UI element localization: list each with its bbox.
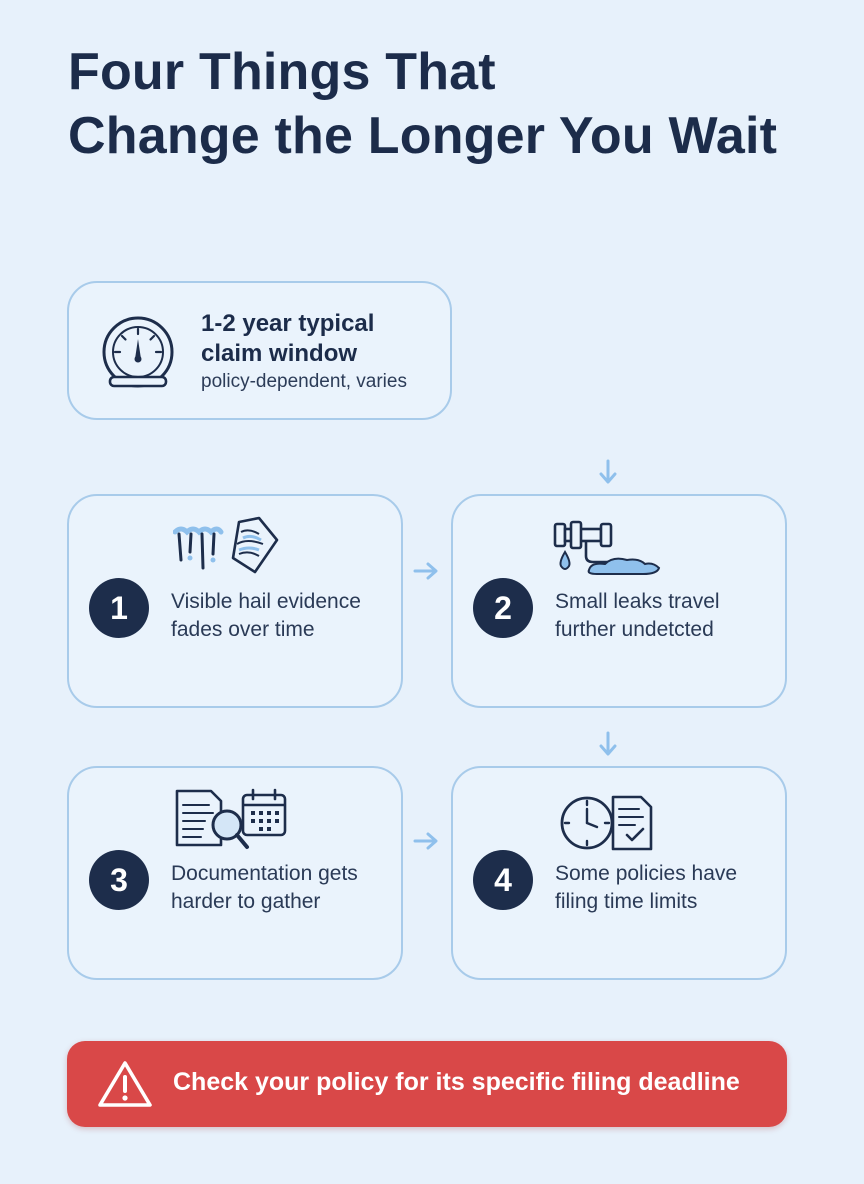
checklist-document-icon [611,795,653,851]
arrow-down-icon [599,459,617,484]
title-line-1: Four Things That [68,43,496,101]
step-2-icons [553,520,661,575]
magnifier-icon [211,809,249,849]
step-card-1: 1 Visible hail evidence fades over time [67,494,403,708]
step-1-icons [173,516,279,574]
pipe-icon [553,520,613,564]
step-card-2: 2 Small leaks travel further undetcted [451,494,787,708]
puddle-icon [587,557,661,575]
claim-window-card: 1-2 year typical claim window policy-dep… [67,281,452,420]
filing-deadline-alert: Check your policy for its specific filin… [67,1041,787,1127]
gauge-icon [102,316,174,388]
step-card-3: 3 Documentation gets harder to gather [67,766,403,980]
step-text-4: Some policies have filing time limits [555,862,738,913]
icicle-icon [173,526,224,570]
water-drop-icon [559,550,571,570]
alert-message: Check your policy for its specific filin… [173,1068,740,1096]
step-4-icons [560,795,653,851]
calendar-icon [241,788,287,837]
page-title: Four Things That Change the Longer You W… [68,40,828,168]
step-number-4: 4 [473,850,533,910]
step-number-1: 1 [89,578,149,638]
warning-icon [98,1061,152,1107]
arrow-right-icon [413,562,438,580]
claim-window-note: policy-dependent, varies [201,371,407,392]
clock-icon [560,796,614,850]
arrow-right-icon [413,832,438,850]
step-card-4: 4 Some policies have filing time limits [451,766,787,980]
title-line-2: Change the Longer You Wait [68,107,778,165]
claim-window-value: 1-2 year typical claim window [201,310,375,367]
step-text-1: Visible hail evidence fades over time [171,590,361,641]
step-text-2: Small leaks travel further undetcted [555,590,720,641]
arrow-down-icon [599,731,617,756]
step-number-2: 2 [473,578,533,638]
step-3-icons [175,788,287,849]
step-text-3: Documentation gets harder to gather [171,862,358,913]
step-number-3: 3 [89,850,149,910]
damaged-shingle-icon [231,516,279,574]
